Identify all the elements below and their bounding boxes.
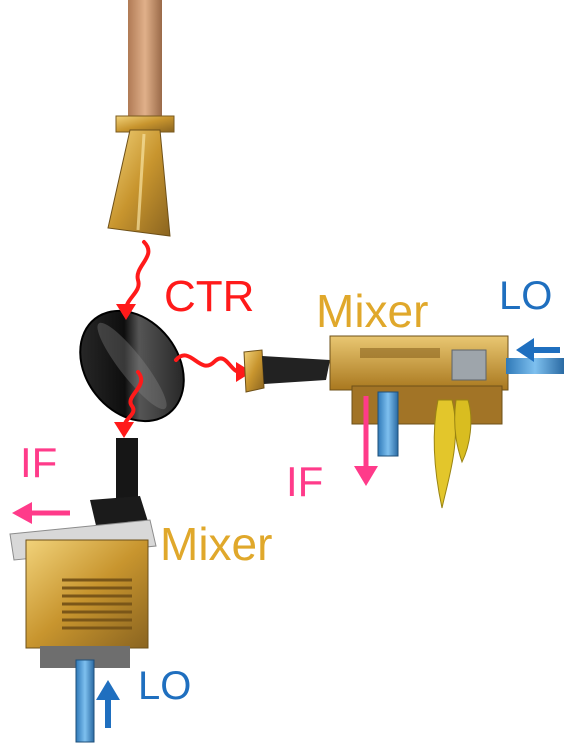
ctr-label: CTR xyxy=(164,275,254,319)
right-lo-label: LO xyxy=(499,276,552,316)
if-cable-right xyxy=(378,392,398,456)
lo-cable-left xyxy=(76,660,94,742)
horn-to-ctr-arrow xyxy=(126,242,148,310)
ctr-to-right-mixer-arrow xyxy=(176,355,240,372)
horn-cable xyxy=(128,0,162,122)
left-mixer-label: Mixer xyxy=(160,521,272,567)
right-mixer-label: Mixer xyxy=(316,288,428,334)
right-if-label: IF xyxy=(286,461,323,503)
lo-arrow-left xyxy=(96,680,120,728)
if-arrow-left xyxy=(12,502,70,524)
left-lo-label: LO xyxy=(138,666,191,706)
yellow-dc-leads xyxy=(434,400,455,508)
feed-horn xyxy=(108,0,174,236)
left-if-label: IF xyxy=(20,442,57,484)
